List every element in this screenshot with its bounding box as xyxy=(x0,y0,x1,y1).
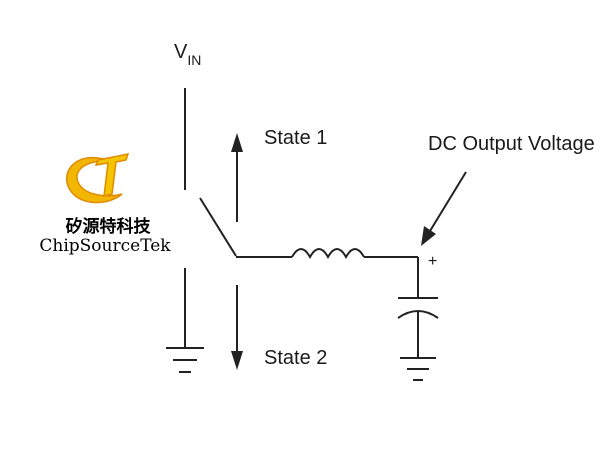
logo-name-en: ChipSourceTek xyxy=(39,236,171,256)
capacitor-ground-icon xyxy=(400,357,436,381)
switch-ground-icon xyxy=(166,347,204,373)
inductor-coil xyxy=(291,248,365,260)
state1-label: State 1 xyxy=(264,127,327,149)
plus-sign: + xyxy=(428,253,437,270)
state2-label: State 2 xyxy=(264,347,327,369)
switch-arm xyxy=(199,197,237,257)
arrow-down-icon xyxy=(231,285,243,370)
arrow-up-icon xyxy=(231,133,243,222)
output-pointer-arrow-icon xyxy=(421,171,467,246)
vin-label: VIN xyxy=(174,41,201,68)
chipsourcetek-logo-icon xyxy=(65,153,130,204)
dc-output-label: DC Output Voltage xyxy=(428,133,595,155)
logo-name-cn: 矽源特科技 xyxy=(65,217,151,237)
capacitor-plate-bottom xyxy=(397,310,439,319)
